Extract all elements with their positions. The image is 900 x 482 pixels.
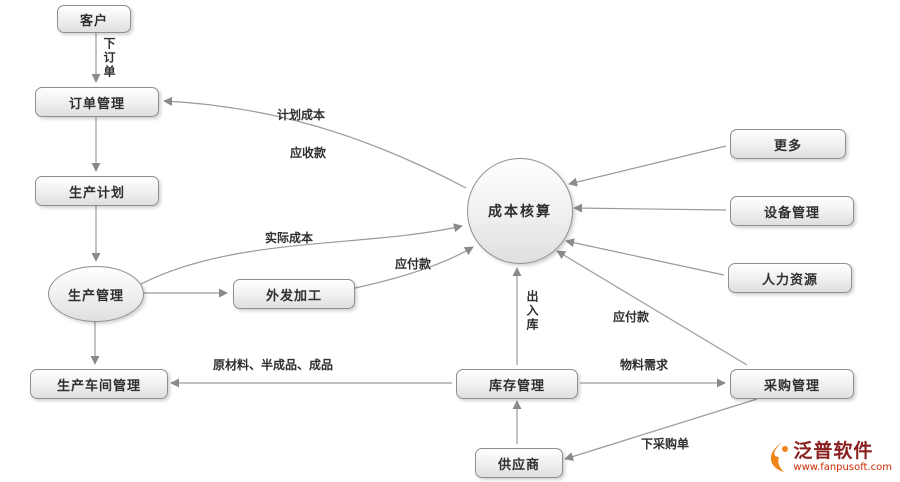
node-production-plan: 生产计划 xyxy=(35,176,159,206)
edge-label-payables-purchase: 应付款 xyxy=(613,310,650,324)
edge-hr-to-cost xyxy=(565,238,725,276)
edge-label-payables-outsourcing: 应付款 xyxy=(395,257,432,271)
edge-label-material-demand: 物料需求 xyxy=(620,358,669,372)
node-customer: 客户 xyxy=(57,5,131,33)
node-workshop-management: 生产车间管理 xyxy=(30,369,168,399)
edge-equipment-to-cost xyxy=(573,203,727,213)
edge-cost-to-order xyxy=(163,96,467,189)
edge-more-to-cost xyxy=(568,145,727,187)
edge-label-actual-cost: 实际成本 xyxy=(265,231,314,245)
node-procurement-management: 采购管理 xyxy=(730,369,854,399)
node-human-resources: 人力资源 xyxy=(728,263,852,293)
fanpu-logo: 泛普软件 www.fanpusoft.com xyxy=(768,441,892,477)
fanpu-logo-url[interactable]: www.fanpusoft.com xyxy=(793,461,892,473)
edge-label-materials-flow: 原材料、半成品、成品 xyxy=(213,358,334,372)
edge-procurement-to-supplier xyxy=(564,398,758,461)
node-outsourced-processing: 外发加工 xyxy=(233,279,355,309)
fanpu-logo-icon xyxy=(768,441,790,477)
node-cost-accounting: 成本核算 xyxy=(467,158,573,264)
edge-label-place-purchase-order: 下采购单 xyxy=(641,437,690,451)
node-equipment-management: 设备管理 xyxy=(730,196,854,226)
edge-label-planned-cost: 计划成本 xyxy=(277,108,326,122)
edge-outsourced-to-cost xyxy=(354,246,474,289)
edge-label-place-order: 下订单 xyxy=(102,37,116,79)
node-order-management: 订单管理 xyxy=(35,87,159,117)
node-more: 更多 xyxy=(730,129,846,159)
edge-label-in-out-warehouse: 出入库 xyxy=(525,290,539,332)
node-production-management: 生产管理 xyxy=(48,266,144,322)
node-supplier: 供应商 xyxy=(475,448,563,478)
node-inventory-management: 库存管理 xyxy=(456,369,578,399)
edge-production-to-cost xyxy=(140,223,463,285)
fanpu-logo-title: 泛普软件 xyxy=(793,440,874,462)
edge-label-receivables: 应收款 xyxy=(290,146,327,160)
edge-procurement-to-cost xyxy=(556,250,748,366)
